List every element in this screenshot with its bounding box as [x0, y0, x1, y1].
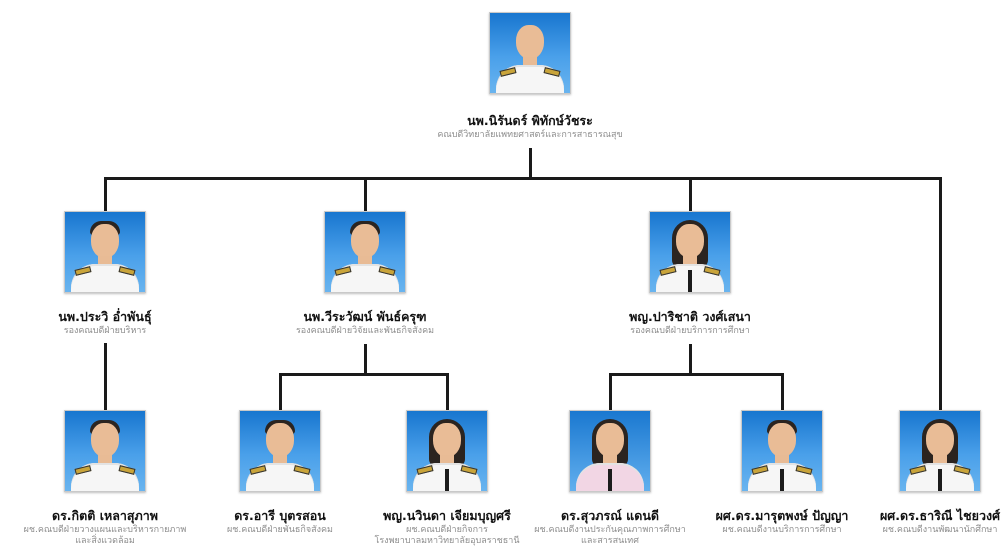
- dean-title: คณบดีวิทยาลัยแพทยศาสตร์และการสาธารณสุข: [437, 130, 623, 140]
- assistant-dean-5-photo: [741, 410, 823, 492]
- vice-dean-2-name: นพ.วีระวัฒน์ พันธ์ครุฑ: [303, 309, 427, 324]
- assistant-dean-3-title: ผช.คณบดีฝ่ายกิจการ โรงพยาบาลมหาวิทยาลัยอ…: [374, 525, 520, 546]
- assistant-dean-1-photo: [64, 410, 146, 492]
- connector-vice-1-down: [104, 343, 107, 410]
- connector-drop-assistant-5: [781, 373, 784, 410]
- connector-drop-vice-2: [364, 177, 367, 211]
- assistant-dean-node-2: ดร.อารี บุตรสอน ผช.คณบดีฝ่ายพันธกิจสังคม: [175, 410, 385, 536]
- connector-vice-3-down: [689, 344, 692, 375]
- vice-dean-1-photo: [64, 211, 146, 293]
- vice-dean-node-2: นพ.วีระวัฒน์ พันธ์ครุฑ รองคณบดีฝ่ายวิจัย…: [260, 211, 470, 337]
- assistant-dean-1-title: ผช.คณบดีฝ่ายวางแผนและบริหารกายภาพ และสิ่…: [23, 525, 187, 546]
- vice-dean-2-title: รองคณบดีฝ่ายวิจัยและพันธกิจสังคม: [295, 326, 435, 336]
- connector-drop-vice-3: [689, 177, 692, 211]
- vice-dean-3-title: รองคณบดีฝ่ายบริการการศึกษา: [630, 326, 750, 336]
- dean-name: นพ.นิรันดร์ พิทักษ์วัชระ: [467, 113, 593, 128]
- vice-dean-node-1: นพ.ประวิ อ่ำพันธุ์ รองคณบดีฝ่ายบริหาร: [0, 211, 210, 337]
- assistant-dean-2-name: ดร.อารี บุตรสอน: [234, 508, 326, 523]
- vice-dean-node-3: พญ.ปาริชาติ วงศ์เสนา รองคณบดีฝ่ายบริการก…: [585, 211, 795, 337]
- connector-drop-assistant-3: [446, 373, 449, 410]
- assistant-dean-5-title: ผช.คณบดีงานบริการการศึกษา: [722, 525, 842, 535]
- connector-vice-2-down: [364, 344, 367, 375]
- assistant-dean-node-3: พญ.นวินดา เจียมบุญศรี ผช.คณบดีฝ่ายกิจการ…: [342, 410, 552, 547]
- vice-dean-3-name: พญ.ปาริชาติ วงศ์เสนา: [629, 309, 751, 324]
- vice-dean-1-name: นพ.ประวิ อ่ำพันธุ์: [58, 309, 152, 324]
- connector-vice-3-horizontal: [609, 373, 784, 376]
- assistant-dean-2-photo: [239, 410, 321, 492]
- connector-drop-assistant-6: [939, 177, 942, 410]
- connector-drop-vice-1: [104, 177, 107, 211]
- vice-dean-2-photo: [324, 211, 406, 293]
- assistant-dean-6-photo: [899, 410, 981, 492]
- assistant-dean-3-photo: [406, 410, 488, 492]
- assistant-dean-4-photo: [569, 410, 651, 492]
- assistant-dean-node-4: ดร.สุวภรณ์ แดนดี ผช.คณบดีงานประกันคุณภาพ…: [505, 410, 715, 547]
- assistant-dean-node-5: ผศ.ดร.มารุตพงษ์ ปัญญา ผช.คณบดีงานบริการก…: [677, 410, 887, 536]
- assistant-dean-1-name: ดร.กิตติ เหลาสุภาพ: [51, 508, 159, 523]
- assistant-dean-3-name: พญ.นวินดา เจียมบุญศรี: [383, 508, 511, 523]
- assistant-dean-2-title: ผช.คณบดีฝ่ายพันธกิจสังคม: [227, 525, 333, 535]
- dean-photo: [489, 12, 571, 94]
- assistant-dean-4-title: ผช.คณบดีงานประกันคุณภาพการศึกษา และสารสน…: [534, 525, 686, 546]
- assistant-dean-4-name: ดร.สุวภรณ์ แดนดี: [561, 508, 659, 523]
- connector-dean-down: [529, 148, 532, 179]
- assistant-dean-6-title: ผช.คณบดีงานพัฒนานักศึกษา: [882, 525, 998, 535]
- assistant-dean-node-1: ดร.กิตติ เหลาสุภาพ ผช.คณบดีฝ่ายวางแผนและ…: [0, 410, 210, 547]
- connector-drop-assistant-2: [279, 373, 282, 410]
- connector-drop-assistant-4: [609, 373, 612, 410]
- vice-dean-1-title: รองคณบดีฝ่ายบริหาร: [63, 326, 147, 336]
- assistant-dean-6-name: ผศ.ดร.ธาริณี ไชยวงศ์: [879, 508, 1001, 523]
- dean-node: นพ.นิรันดร์ พิทักษ์วัชระ คณบดีวิทยาลัยแพ…: [425, 12, 635, 141]
- assistant-dean-node-6: ผศ.ดร.ธาริณี ไชยวงศ์ ผช.คณบดีงานพัฒนานัก…: [835, 410, 1008, 536]
- assistant-dean-5-name: ผศ.ดร.มารุตพงษ์ ปัญญา: [715, 508, 849, 523]
- connector-top-horizontal: [104, 177, 942, 180]
- connector-vice-2-horizontal: [279, 373, 449, 376]
- vice-dean-3-photo: [649, 211, 731, 293]
